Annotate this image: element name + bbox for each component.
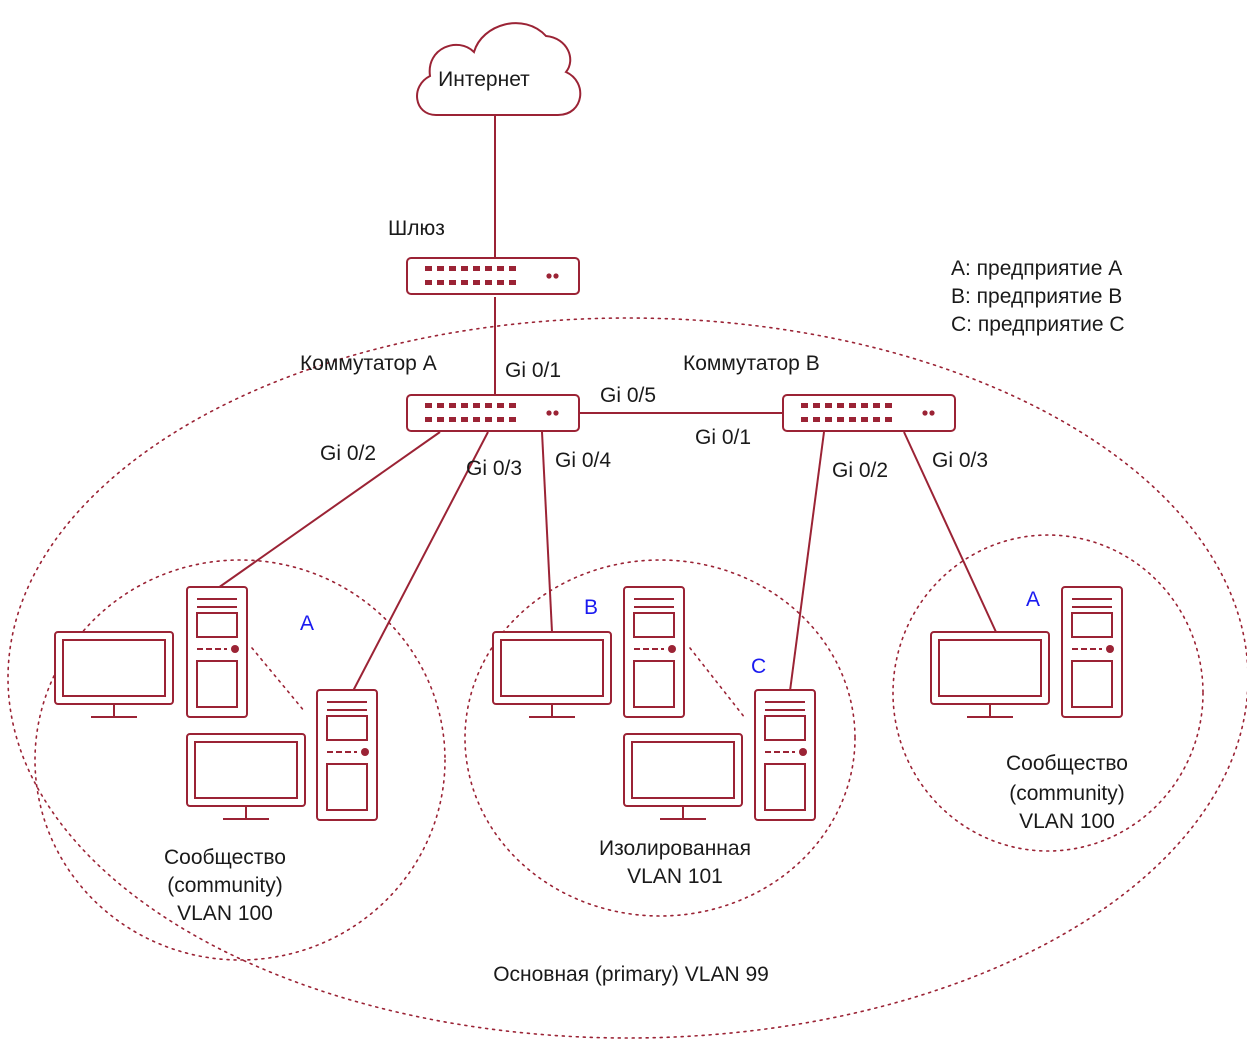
- pc-tower-icon: [316, 689, 378, 821]
- zone-label-line: (community): [167, 874, 283, 897]
- pc-monitor-icon: [492, 631, 612, 718]
- switch-b-label: Коммутатор В: [683, 352, 820, 375]
- right-community-hosts: A: [930, 586, 1123, 718]
- network-links: [217, 115, 997, 692]
- pc-monitor-icon: [54, 631, 174, 718]
- isolated-vlan-zone: [464, 559, 856, 917]
- zone-label-right: Сообщество (community) VLAN 100: [1006, 752, 1128, 833]
- pc-tower-icon: [754, 689, 816, 821]
- zone-label-line: Сообщество: [164, 846, 286, 869]
- legend-item: А: предприятие А: [951, 257, 1122, 280]
- port-label-a-gi01: Gi 0/1: [505, 359, 561, 382]
- switch-b: Коммутатор В: [683, 352, 956, 432]
- port-label-a-gi03: Gi 0/3: [466, 457, 522, 480]
- tenant-tag-right: A: [1026, 588, 1040, 611]
- port-label-a-gi04: Gi 0/4: [555, 449, 611, 472]
- pc-monitor-icon: [186, 733, 306, 820]
- zone-label-line: Изолированная: [599, 837, 751, 860]
- zone-label-line: VLAN 100: [1019, 810, 1115, 833]
- zone-label-line: (community): [1009, 782, 1125, 805]
- port-label-b-gi03: Gi 0/3: [932, 449, 988, 472]
- pc-monitor-icon: [623, 733, 743, 820]
- community-vlan-zone-right: [892, 534, 1204, 852]
- primary-vlan-label: Основная (primary) VLAN 99: [493, 963, 769, 986]
- zone-label-left: Сообщество (community) VLAN 100: [164, 846, 286, 925]
- gateway-label: Шлюз: [388, 217, 445, 240]
- internet-label: Интернет: [438, 68, 530, 91]
- pc-tower-icon: [186, 586, 248, 718]
- internet-cloud: Интернет: [416, 22, 582, 116]
- tenant-tag-c: C: [751, 655, 766, 678]
- tenant-tag-left: A: [300, 612, 314, 635]
- gateway-router: Шлюз: [388, 217, 580, 295]
- port-label-b-gi02: Gi 0/2: [832, 459, 888, 482]
- zone-label-line: Сообщество: [1006, 752, 1128, 775]
- pc-tower-icon: [1061, 586, 1123, 718]
- legend: А: предприятие А В: предприятие В С: пре…: [951, 257, 1125, 336]
- community-vlan-zone-left: [34, 559, 446, 961]
- tenant-tag-b: B: [584, 596, 598, 619]
- switch-a-label: Коммутатор А: [300, 352, 437, 375]
- pc-monitor-icon: [930, 631, 1050, 718]
- legend-item: В: предприятие В: [951, 285, 1122, 308]
- cloud-icon: [416, 22, 582, 116]
- pc-tower-icon: [623, 586, 685, 718]
- port-label-b-gi01: Gi 0/1: [695, 426, 751, 449]
- legend-item: С: предприятие С: [951, 313, 1125, 336]
- switch-a: Коммутатор А: [300, 352, 580, 432]
- port-label-a-gi02: Gi 0/2: [320, 442, 376, 465]
- left-community-hosts: A: [54, 586, 378, 821]
- port-label-a-gi05: Gi 0/5: [600, 384, 656, 407]
- zone-label-line: VLAN 101: [627, 865, 723, 888]
- isolated-hosts: B C: [492, 586, 816, 821]
- zone-label-line: VLAN 100: [177, 902, 273, 925]
- zone-label-middle: Изолированная VLAN 101: [599, 837, 751, 888]
